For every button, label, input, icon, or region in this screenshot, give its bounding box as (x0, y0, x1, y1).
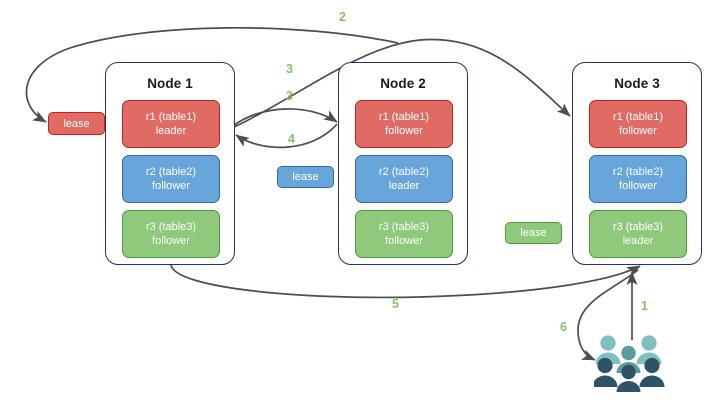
replica-name: r1 (table1) (378, 111, 430, 123)
node-title: Node 1 (147, 76, 193, 91)
replica-name: r3 (table3) (612, 221, 664, 233)
lease-chip-red[interactable]: lease (48, 112, 105, 135)
node-card-2[interactable]: Node 2 r1 (table1) follower r2 (table2) … (338, 62, 468, 265)
edge-4-path (235, 123, 338, 149)
replica-name: r2 (table2) (612, 166, 664, 178)
replica-name: r3 (table3) (145, 221, 197, 233)
edge-label-1: 1 (641, 299, 648, 313)
replica-role: follower (619, 180, 657, 192)
replica-name: r1 (table1) (145, 111, 197, 123)
replica-card[interactable]: r1 (table1) leader (122, 100, 220, 148)
lease-chip-green[interactable]: lease (505, 222, 562, 244)
edge-label-5: 5 (392, 297, 399, 311)
replica-card[interactable]: r3 (table3) follower (355, 210, 453, 258)
replica-name: r3 (table3) (378, 221, 430, 233)
edge-3-lower-path (232, 108, 338, 127)
replica-role: follower (385, 235, 423, 247)
edge-label-2: 2 (339, 10, 346, 24)
replica-role: follower (152, 180, 190, 192)
edge-label-3-upper: 3 (286, 62, 293, 76)
replica-card[interactable]: r2 (table2) follower (589, 155, 687, 203)
edge-label-3-lower: 3 (286, 89, 293, 103)
replica-role: follower (152, 235, 190, 247)
node-title: Node 3 (614, 76, 660, 91)
replica-name: r1 (table1) (612, 111, 664, 123)
replica-card[interactable]: r3 (table3) follower (122, 210, 220, 258)
node-title: Node 2 (380, 76, 426, 91)
node-card-3[interactable]: Node 3 r1 (table1) follower r2 (table2) … (572, 62, 702, 265)
replica-role: follower (619, 125, 657, 137)
replica-role: follower (385, 125, 423, 137)
edge-label-4: 4 (288, 132, 295, 146)
replica-name: r2 (table2) (145, 166, 197, 178)
replica-card[interactable]: r2 (table2) follower (122, 155, 220, 203)
lease-chip-blue[interactable]: lease (277, 166, 334, 188)
replica-role: leader (388, 180, 420, 192)
replica-card[interactable]: r1 (table1) follower (589, 100, 687, 148)
replica-role: leader (155, 125, 187, 137)
people-group-icon (594, 335, 665, 392)
replica-card[interactable]: r1 (table1) follower (355, 100, 453, 148)
edge-label-6: 6 (560, 320, 567, 334)
replica-card[interactable]: r2 (table2) leader (355, 155, 453, 203)
edge-5-path (170, 264, 641, 299)
node-card-1[interactable]: Node 1 r1 (table1) leader r2 (table2) fo… (105, 62, 235, 265)
replica-name: r2 (table2) (378, 166, 430, 178)
replica-role: leader (622, 235, 654, 247)
replica-card[interactable]: r3 (table3) leader (589, 210, 687, 258)
